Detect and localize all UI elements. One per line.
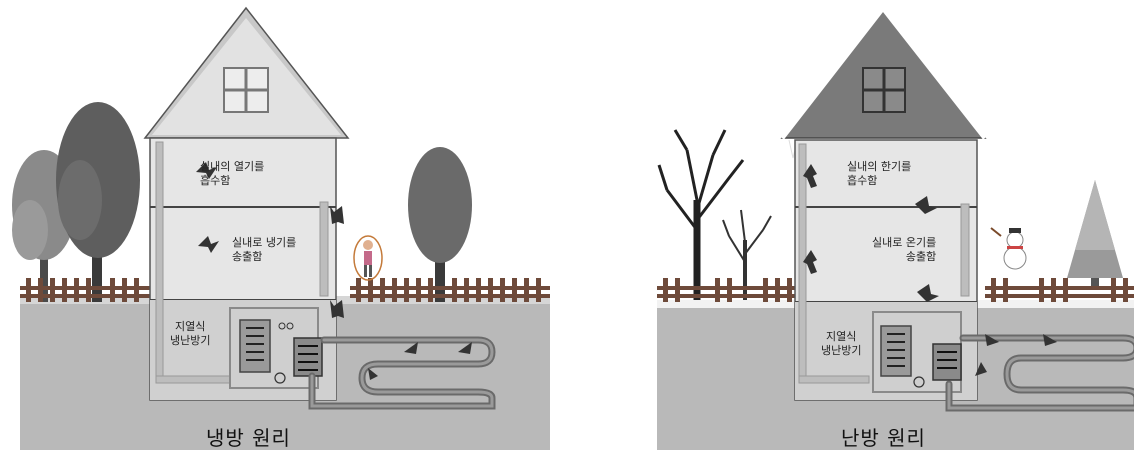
heating-panel: 실내의 한기를 흡수함 실내로 온기를 송출함 지열식 냉난방기 난방 원리 [567, 0, 1134, 456]
panel-caption: 난방 원리 [841, 422, 926, 451]
middle-room-label: 실내로 온기를 송출함 [872, 236, 936, 264]
attic-window [224, 68, 268, 112]
cooling-illustration [0, 0, 567, 456]
heat-pump-unit [873, 312, 961, 392]
snowman-figure [991, 228, 1026, 269]
attic-window [863, 68, 905, 112]
tree-left-front [56, 102, 140, 302]
bare-tree-left [659, 130, 743, 300]
top-room-label: 실내의 한기를 흡수함 [847, 160, 911, 188]
top-room-label: 실내의 열기를 흡수함 [200, 160, 264, 188]
heat-pump-unit [230, 308, 322, 388]
middle-room-label: 실내로 냉기를 송출함 [232, 236, 296, 264]
girl-figure [354, 236, 382, 280]
panel-caption: 냉방 원리 [206, 422, 291, 451]
fir-tree [1067, 180, 1123, 288]
cooling-panel: 실내의 열기를 흡수함 실내로 냉기를 송출함 지열식 냉난방기 냉방 원리 [0, 0, 567, 456]
basement-label: 지열식 냉난방기 [821, 330, 861, 358]
heating-illustration [567, 0, 1134, 456]
basement-label: 지열식 냉난방기 [170, 320, 210, 348]
